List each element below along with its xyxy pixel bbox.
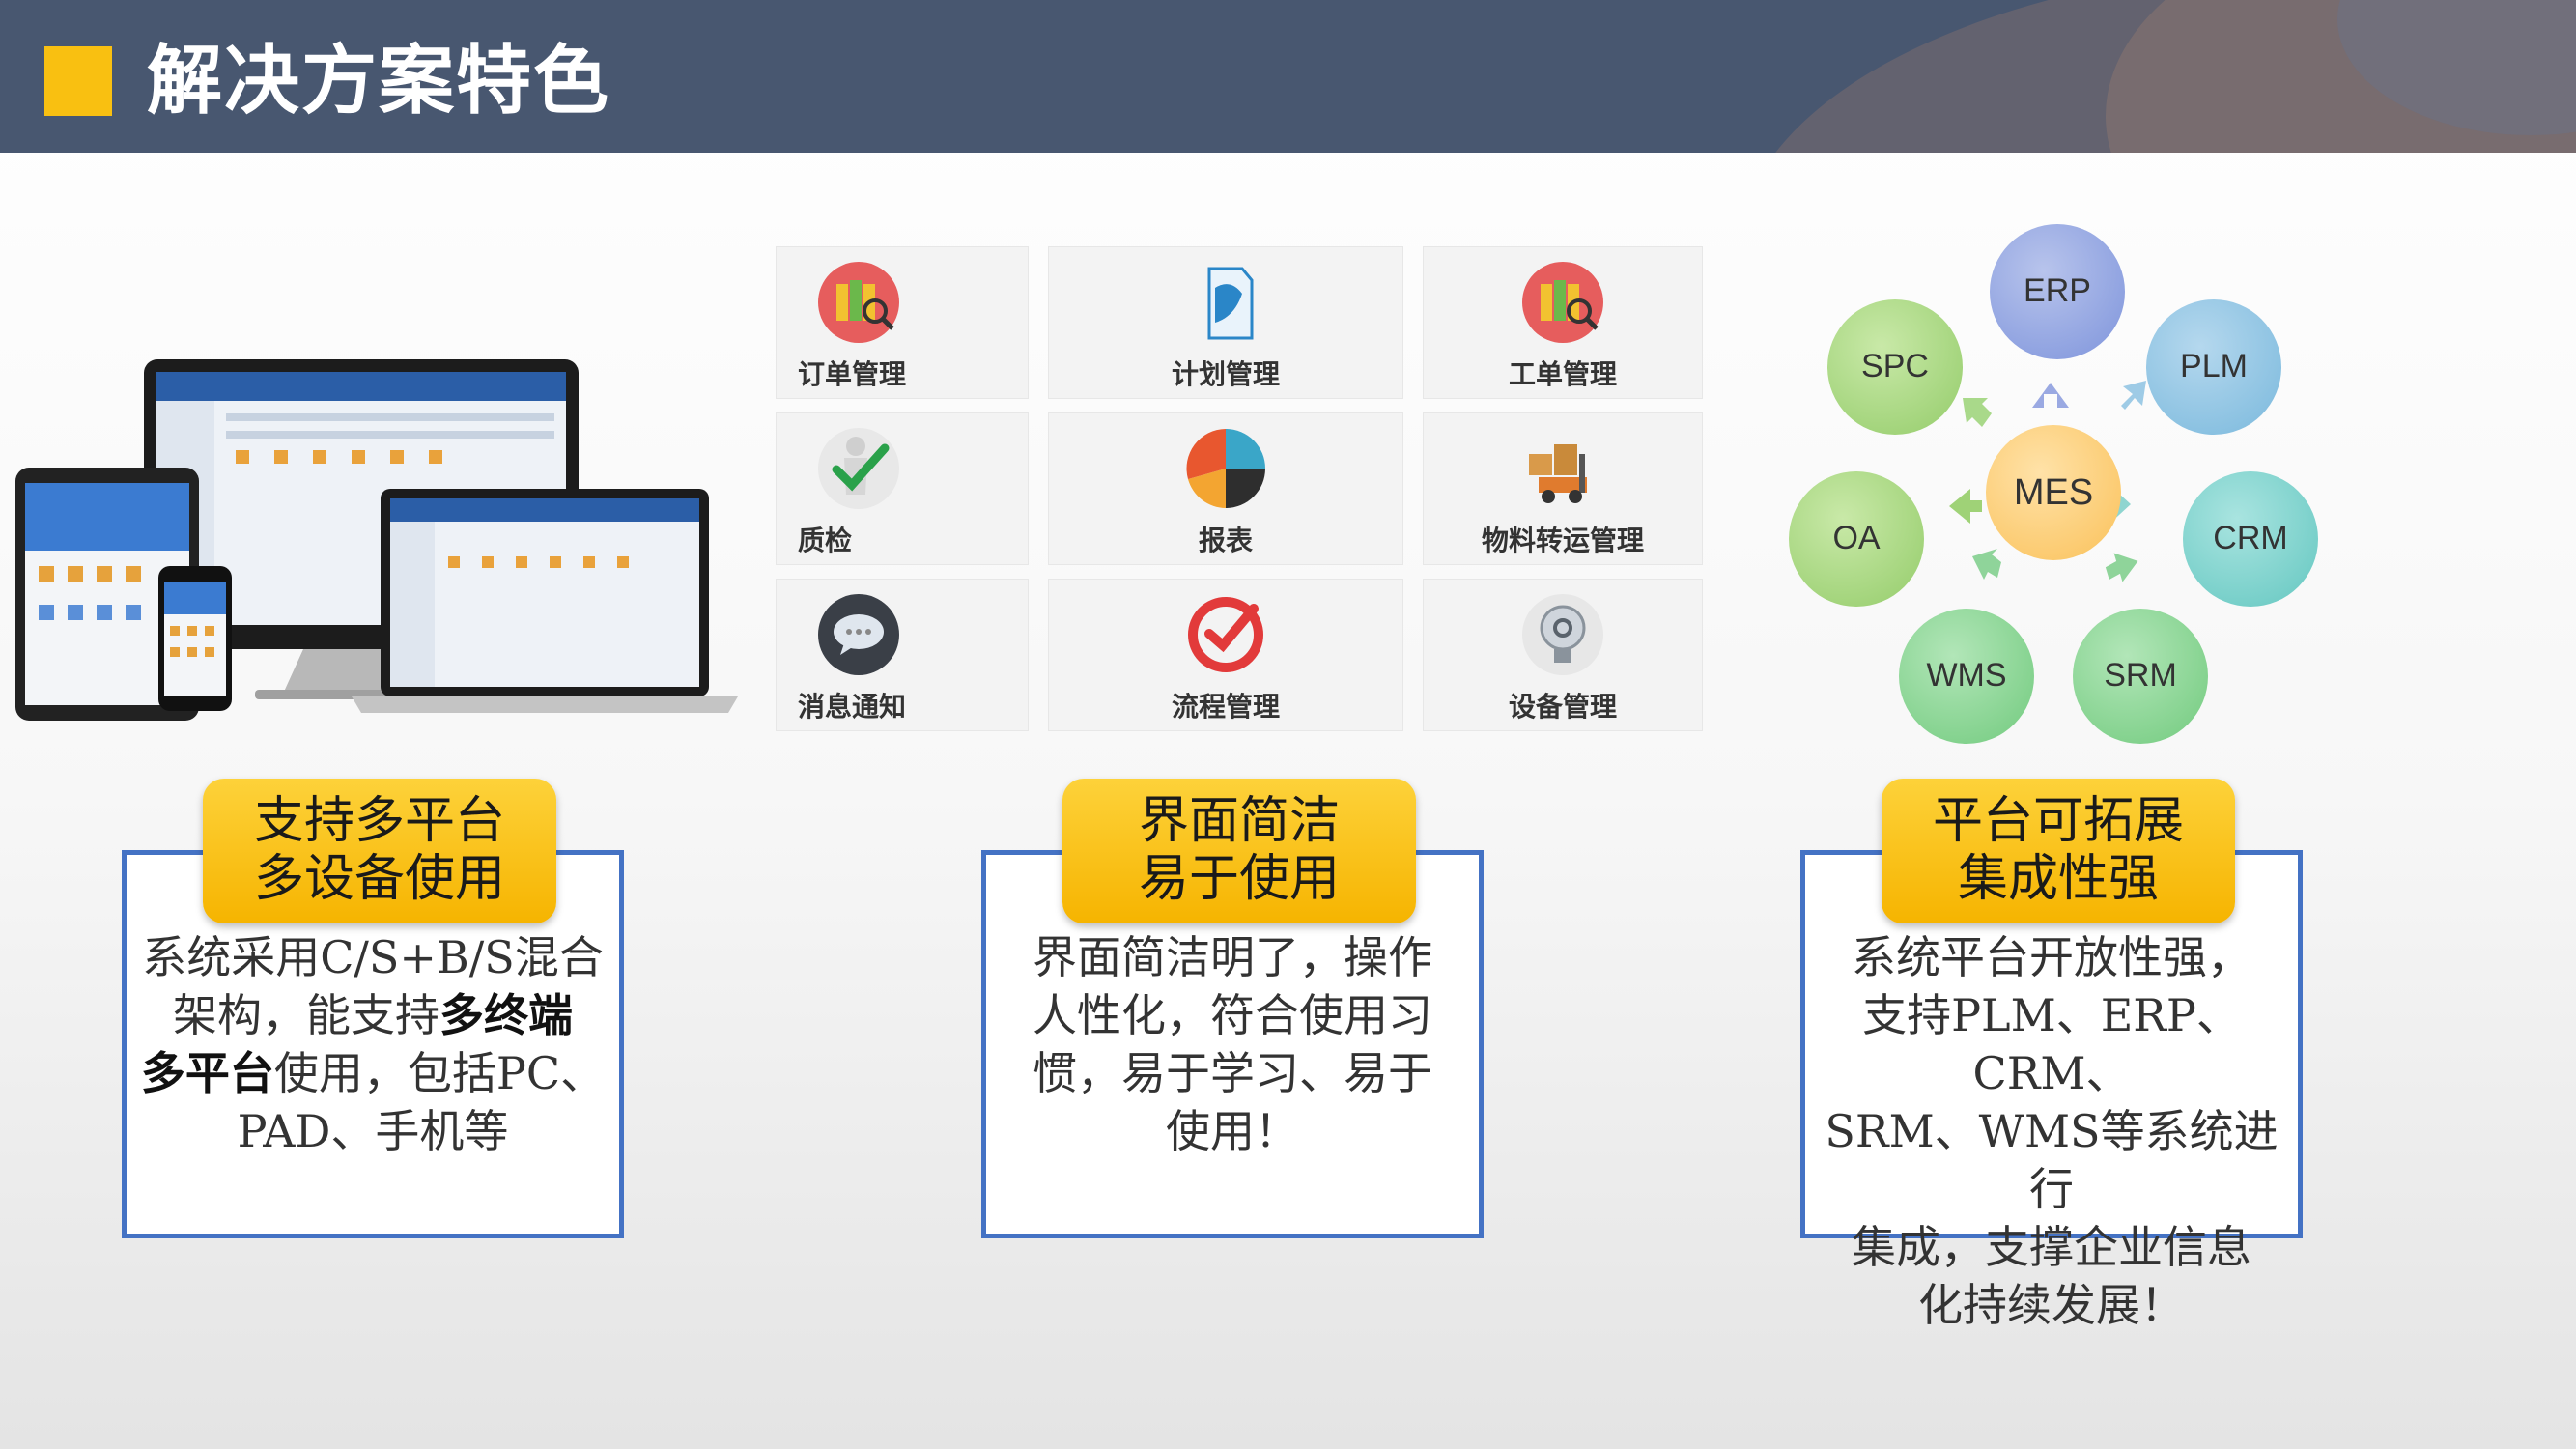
module-tile-qc[interactable]: 质检 [776, 412, 1029, 565]
desc-emphasis: 多平台 [140, 1047, 274, 1099]
module-tile-order[interactable]: 订单管理 [776, 246, 1029, 399]
feature-badge-simple-ui: 界面简洁 易于使用 [1062, 779, 1416, 923]
module-tile-material[interactable]: 物料转运管理 [1423, 412, 1703, 565]
title-accent-square [44, 46, 112, 116]
desc-emphasis: 多终端 [439, 989, 573, 1041]
feature-badge-extensible: 平台可拓展 集成性强 [1882, 779, 2235, 923]
lightbulb-gear-icon [1522, 594, 1603, 675]
node-label: PLM [2180, 348, 2248, 384]
module-tile-plan[interactable]: 计划管理 [1048, 246, 1403, 399]
node-mes-center: MES [1986, 425, 2121, 560]
module-label: 流程管理 [1171, 691, 1280, 723]
node-spc: SPC [1827, 299, 1963, 435]
desc-line: 惯，易于学习、易于 [1033, 1047, 1432, 1099]
binders-icon [818, 262, 899, 343]
feature-description: 界面简洁明了，操作 人性化，符合使用习 惯，易于学习、易于 使用！ [996, 928, 1469, 1160]
node-srm: SRM [2073, 609, 2208, 744]
desc-line: 架构，能支持 [173, 989, 439, 1041]
module-tile-workorder[interactable]: 工单管理 [1423, 246, 1703, 399]
node-label: SPC [1861, 348, 1929, 384]
node-erp: ERP [1990, 224, 2125, 359]
node-oa: OA [1789, 471, 1924, 607]
desc-line: 使用！ [1166, 1105, 1299, 1157]
process-check-icon [1188, 597, 1263, 672]
module-label: 质检 [798, 525, 853, 556]
binders-icon [1522, 262, 1603, 343]
module-label: 计划管理 [1171, 358, 1280, 390]
desc-line: 支持PLM、ERP、CRM、 [1862, 989, 2241, 1099]
module-grid: 订单管理 计划管理 工单管理 质检 报表 [776, 246, 1703, 731]
pie-chart-icon [1186, 429, 1265, 508]
center-label: MES [2014, 472, 2093, 513]
document-icon [1207, 267, 1254, 340]
forklift-icon [1529, 444, 1587, 503]
badge-title-line: 界面简洁 [1138, 792, 1340, 850]
module-tile-equipment[interactable]: 设备管理 [1423, 579, 1703, 731]
node-wms: WMS [1899, 609, 2034, 744]
feature-description: 系统平台开放性强， 支持PLM、ERP、CRM、 SRM、WMS等系统进行 集成… [1815, 928, 2288, 1334]
badge-title-line: 多设备使用 [253, 850, 505, 908]
node-crm: CRM [2183, 471, 2318, 607]
desc-line: 使用，包括PC、 [273, 1047, 606, 1099]
module-tile-report[interactable]: 报表 [1048, 412, 1403, 565]
desc-line: 化持续发展！ [1918, 1279, 2185, 1331]
badge-title-line: 集成性强 [1957, 850, 2159, 908]
header-bar: 解决方案特色 [0, 0, 2576, 153]
desc-line: 系统采用C/S+B/S混合 [142, 931, 604, 983]
badge-title-line: 平台可拓展 [1932, 792, 2184, 850]
badge-title-line: 易于使用 [1138, 850, 1340, 908]
node-label: WMS [1926, 657, 2006, 694]
module-label: 消息通知 [798, 691, 907, 723]
module-label: 订单管理 [798, 358, 907, 390]
node-label: SRM [2104, 657, 2177, 694]
multi-device-illustration [15, 359, 738, 721]
module-label: 报表 [1198, 525, 1253, 556]
desc-line: 人性化，符合使用习 [1033, 989, 1432, 1041]
module-tile-message[interactable]: 消息通知 [776, 579, 1029, 731]
node-label: OA [1832, 520, 1880, 556]
desc-line: 界面简洁明了，操作 [1033, 931, 1432, 983]
chat-bubble-icon [818, 594, 899, 675]
feature-badge-multiplatform: 支持多平台 多设备使用 [203, 779, 556, 923]
desc-line: 集成，支撑企业信息 [1852, 1221, 2251, 1273]
node-label: ERP [2024, 272, 2091, 309]
module-tile-process[interactable]: 流程管理 [1048, 579, 1403, 731]
system-integration-diagram: ERP PLM CRM SRM WMS OA SPC MES [1789, 224, 2318, 744]
desc-line: 系统平台开放性强， [1852, 931, 2251, 983]
module-label: 工单管理 [1508, 358, 1617, 390]
header-decoration [1775, 0, 2576, 153]
desc-line: PAD、手机等 [237, 1105, 509, 1157]
node-plm: PLM [2146, 299, 2281, 435]
node-label: CRM [2213, 520, 2287, 556]
page-title: 解决方案特色 [147, 38, 611, 125]
feature-card-simple-ui: 界面简洁明了，操作 人性化，符合使用习 惯，易于学习、易于 使用！ [981, 850, 1484, 1238]
check-figure-icon [818, 428, 899, 509]
badge-title-line: 支持多平台 [253, 792, 505, 850]
desc-line: SRM、WMS等系统进行 [1825, 1105, 2279, 1215]
module-label: 设备管理 [1508, 691, 1617, 723]
feature-description: 系统采用C/S+B/S混合 架构，能支持多终端 多平台使用，包括PC、 PAD、… [136, 928, 609, 1160]
module-label: 物料转运管理 [1481, 525, 1644, 556]
